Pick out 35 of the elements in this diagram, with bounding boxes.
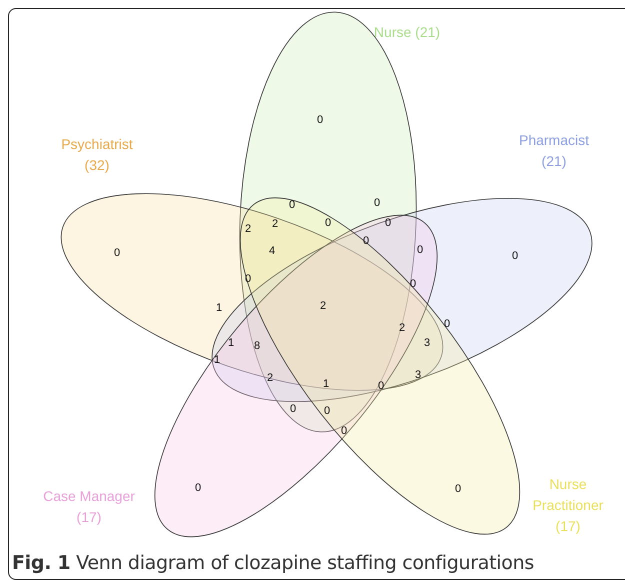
set-label: Nurse (21) bbox=[374, 24, 440, 40]
region-count: 0 bbox=[316, 114, 324, 126]
region-count: 2 bbox=[244, 223, 252, 235]
set-label: Psychiatrist (32) bbox=[61, 136, 133, 173]
set-label: Pharmacist (21) bbox=[518, 132, 590, 169]
region-count: 8 bbox=[254, 340, 260, 352]
region-count: 2 bbox=[272, 218, 278, 230]
region-count: 1 bbox=[322, 378, 330, 390]
region-count: 0 bbox=[378, 380, 384, 392]
region-count: 1 bbox=[216, 302, 222, 314]
region-count: 0 bbox=[324, 217, 332, 229]
region-count: 3 bbox=[424, 337, 430, 349]
region-count: 0 bbox=[288, 199, 296, 211]
region-count: 4 bbox=[268, 245, 276, 257]
set-label: Nurse Practitioner (17) bbox=[532, 476, 604, 534]
region-count: 1 bbox=[214, 354, 220, 366]
region-count: 0 bbox=[384, 217, 392, 229]
region-count: 0 bbox=[290, 403, 296, 415]
region-count: 0 bbox=[194, 482, 202, 494]
region-count: 2 bbox=[320, 300, 326, 312]
region-count: 0 bbox=[324, 405, 330, 417]
region-count: 0 bbox=[374, 197, 380, 209]
region-count: 0 bbox=[340, 425, 348, 437]
figure-caption: Fig. 1 Venn diagram of clozapine staffing configurations bbox=[12, 552, 534, 574]
set-label: Case Manager (17) bbox=[43, 488, 135, 525]
region-count: 2 bbox=[266, 372, 274, 384]
region-count: 0 bbox=[444, 318, 450, 330]
region-count: 3 bbox=[414, 369, 422, 381]
region-count: 0 bbox=[454, 483, 462, 495]
region-count: 0 bbox=[114, 247, 120, 259]
region-count: 0 bbox=[512, 250, 518, 262]
region-count: 1 bbox=[228, 337, 234, 349]
region-count: 2 bbox=[398, 322, 406, 334]
region-count: 0 bbox=[416, 244, 424, 256]
region-count: 0 bbox=[410, 278, 416, 290]
